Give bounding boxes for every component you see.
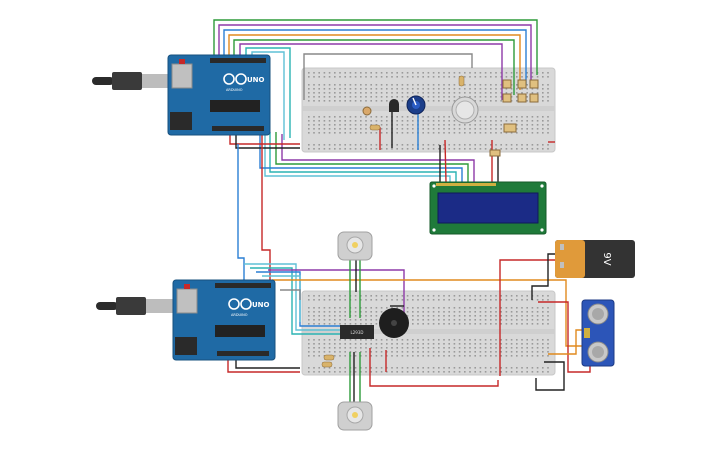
ultrasonic-sensor-icon[interactable] [581, 299, 615, 367]
arduino-top[interactable]: UNO ARDUINO [92, 54, 271, 136]
photoresistor[interactable] [362, 106, 372, 116]
arduino-logo-text: ARDUINO [231, 313, 248, 317]
usb-cable-icon [96, 297, 176, 315]
battery-icon[interactable]: 9V [555, 240, 635, 278]
dc-motor-icon[interactable] [337, 401, 373, 431]
top-breadboard[interactable] [301, 67, 556, 153]
arduino-bottom[interactable]: UNO ARDUINO [96, 279, 276, 361]
arduino-brand-label: UNO [252, 301, 270, 309]
buzzer-icon[interactable] [379, 308, 409, 338]
push-buttons[interactable] [489, 79, 539, 157]
arduino-logo-text: ARDUINO [226, 88, 243, 92]
servo-icon[interactable] [451, 96, 479, 124]
dc-motor-icon[interactable] [337, 231, 373, 261]
bottom-breadboard[interactable] [301, 290, 556, 376]
resistor[interactable] [458, 75, 465, 87]
chip-label: L293D [351, 330, 364, 335]
resistor[interactable] [321, 361, 333, 368]
lcd-icon[interactable] [429, 181, 547, 235]
arduino-brand-label: UNO [247, 76, 265, 84]
temperature-sensor[interactable] [389, 99, 399, 112]
ic-chip-icon[interactable]: L293D [340, 325, 374, 339]
resistor[interactable] [323, 354, 335, 361]
potentiometer-icon[interactable] [406, 95, 426, 115]
battery-label: 9V [601, 252, 612, 265]
resistor[interactable] [369, 124, 381, 131]
usb-cable-icon [92, 72, 172, 90]
